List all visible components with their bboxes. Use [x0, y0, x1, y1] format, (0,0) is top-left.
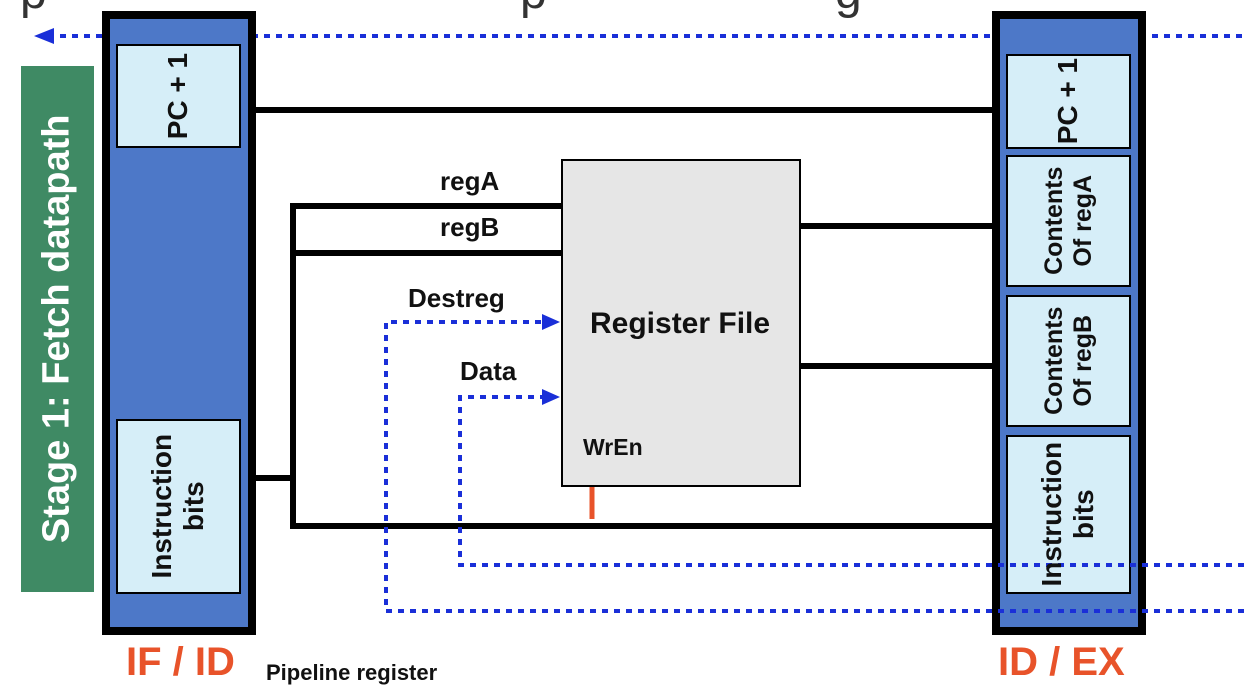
if-id-pc-label-box: PC + 1 [117, 45, 240, 147]
id-ex-instruction-label-box: Instruction bits [1007, 436, 1130, 593]
id-ex-instruction-label: Instruction bits [1036, 442, 1100, 587]
destreg-arrowhead [542, 314, 560, 330]
if-id-instruction-field [116, 419, 241, 594]
data-label: Data [460, 356, 517, 386]
id-ex-pc-field [1006, 54, 1131, 149]
svg-text:p: p [20, 0, 47, 19]
id-ex-pc-label: PC + 1 [1052, 58, 1084, 145]
regb-label: regB [440, 212, 500, 242]
id-ex-regb-label-box: Contents Of regB [1007, 296, 1130, 426]
top-bus-arrowhead [34, 28, 54, 44]
destreg-path [384, 320, 1244, 613]
if-id-instruction-label: Instruction bits [146, 434, 210, 579]
id-ex-rega-label: Contents Of regA [1039, 166, 1097, 276]
wires [252, 107, 996, 529]
pipeline-register-label: Pipeline register [266, 660, 438, 685]
destreg-label: Destreg [408, 283, 505, 313]
if-id-pc-label: PC + 1 [162, 52, 194, 140]
data-path [458, 395, 1244, 567]
register-file-block [561, 159, 801, 487]
id-ex-regb-label: Contents Of regB [1039, 306, 1097, 416]
id-ex-regb-field [1006, 295, 1131, 427]
svg-text:p: p [520, 0, 547, 19]
stage-label: Stage 1: Fetch datapath [35, 114, 78, 544]
rega-label: regA [440, 166, 500, 196]
svg-text:g: g [835, 0, 862, 19]
if-id-pc-field [116, 44, 241, 148]
wren-label: WrEn [583, 434, 643, 460]
register-file-label: Register File [590, 307, 771, 340]
id-ex-rega-label-box: Contents Of regA [1007, 156, 1130, 286]
id-ex-rega-field [1006, 155, 1131, 287]
stage-label-panel: Stage 1: Fetch datapath [21, 66, 94, 592]
id-ex-pc-label-box: PC + 1 [1007, 55, 1130, 148]
if-id-label: IF / ID [126, 640, 235, 684]
data-arrowhead [542, 389, 560, 405]
id-ex-label: ID / EX [998, 640, 1125, 684]
if-id-instruction-label-box: Instruction bits [117, 420, 240, 593]
writeback-paths [384, 320, 1244, 613]
